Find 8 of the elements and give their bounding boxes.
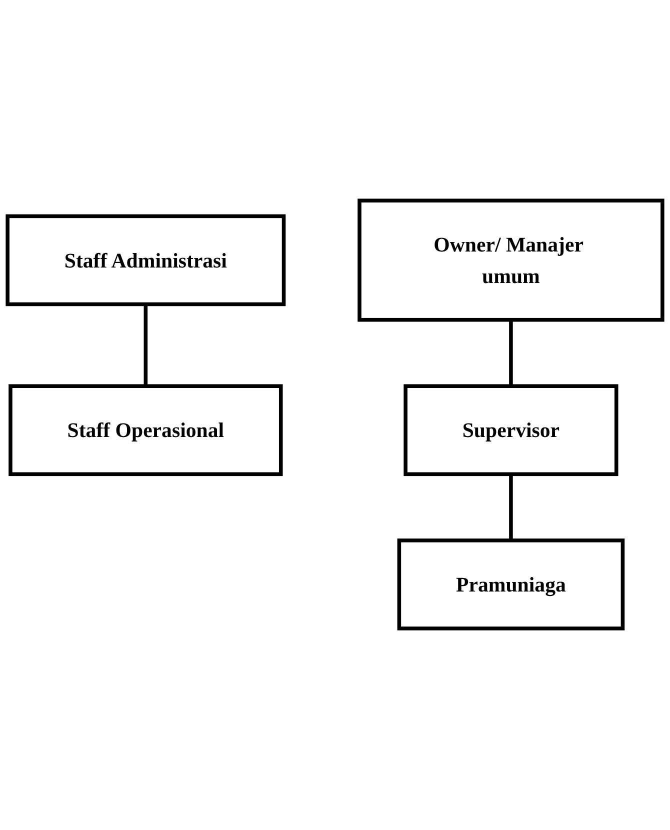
connector <box>509 320 513 387</box>
connector <box>509 474 513 541</box>
connector <box>144 304 148 387</box>
node-box: Staff Administrasi <box>6 214 286 307</box>
node-box: Staff Operasional <box>8 384 283 477</box>
node-box: Pramuniaga <box>397 539 625 631</box>
node-box: Owner/ Manajer umum <box>358 199 664 322</box>
node-box: Supervisor <box>404 384 618 477</box>
